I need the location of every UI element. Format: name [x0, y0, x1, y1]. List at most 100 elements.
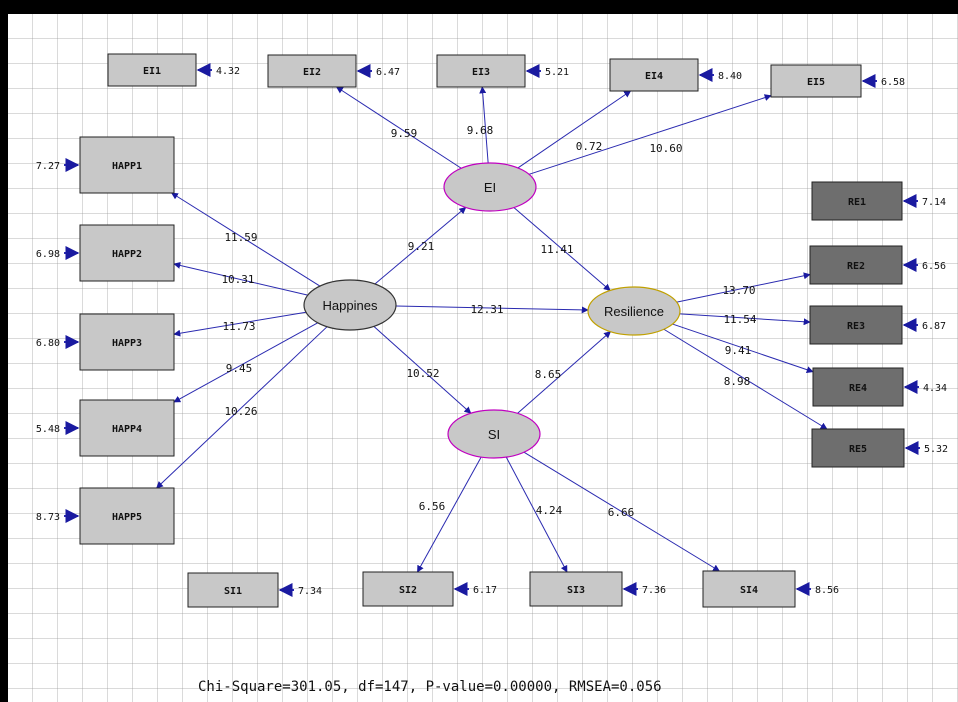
- indicator-label: EI4: [645, 71, 663, 82]
- path-happ-to-happ2: [173, 261, 308, 296]
- error-variance-label: 5.32: [924, 444, 948, 455]
- indicator-label: EI3: [472, 67, 490, 78]
- error-variance-label: 5.21: [545, 67, 569, 78]
- error-variance-label: 8.56: [815, 585, 839, 596]
- error-variance-label: 5.48: [36, 424, 60, 435]
- error-variance-label: 7.36: [642, 585, 666, 596]
- path-coefficient: 4.24: [536, 504, 563, 517]
- indicator-box-re5[interactable]: [811, 428, 905, 468]
- indicator-box-ei1[interactable]: [107, 53, 197, 87]
- path-coefficient: 9.59: [391, 127, 418, 140]
- error-variance-label: 6.56: [922, 261, 946, 272]
- path-happ-to-res: [395, 305, 589, 314]
- indicator-label: HAPP4: [112, 424, 142, 435]
- path-si-to-res: [517, 331, 612, 414]
- indicator-label: RE4: [849, 383, 867, 394]
- indicator-label: EI5: [807, 77, 825, 88]
- path-si-to-si3: [505, 456, 568, 573]
- error-variance-label: 6.98: [36, 249, 60, 260]
- path-coefficient: 6.66: [608, 506, 635, 519]
- indicator-label: HAPP5: [112, 512, 142, 523]
- indicator-box-ei3[interactable]: [436, 54, 526, 88]
- error-variance-label: 7.14: [922, 197, 946, 208]
- path-happ-to-ei: [374, 206, 467, 285]
- path-res-to-re5: [663, 328, 828, 430]
- ei-ellipse[interactable]: [443, 162, 537, 212]
- path-coefficient: 11.59: [224, 231, 257, 244]
- path-res-to-re2: [676, 272, 811, 303]
- path-coefficient: 0.72: [576, 140, 603, 153]
- indicator-box-si1[interactable]: [187, 572, 279, 608]
- indicator-box-re3[interactable]: [809, 305, 903, 345]
- latent-label: SI: [488, 427, 500, 442]
- indicator-label: EI1: [143, 66, 161, 77]
- path-si-to-si4: [523, 451, 720, 572]
- indicator-box-si2[interactable]: [362, 571, 454, 607]
- error-variance-label: 6.47: [376, 67, 400, 78]
- path-happ-to-si: [373, 326, 472, 414]
- path-ei-to-ei3: [479, 86, 489, 164]
- path-si-to-si2: [416, 456, 482, 573]
- indicator-box-happ5[interactable]: [79, 487, 175, 545]
- indicator-box-si4[interactable]: [702, 570, 796, 608]
- indicator-label: SI4: [740, 585, 758, 596]
- path-coefficient: 9.21: [408, 240, 435, 253]
- error-variance-label: 4.32: [216, 66, 240, 77]
- latent-label: EI: [484, 180, 496, 195]
- si-ellipse[interactable]: [447, 409, 541, 459]
- indicator-label: HAPP1: [112, 161, 142, 172]
- indicator-label: RE1: [848, 197, 866, 208]
- path-happ-to-happ5: [156, 326, 328, 489]
- indicator-label: HAPP2: [112, 249, 142, 260]
- path-coefficient: 13.70: [722, 284, 755, 297]
- error-variance-label: 7.27: [36, 161, 60, 172]
- indicator-box-happ1[interactable]: [79, 136, 175, 194]
- indicator-box-ei2[interactable]: [267, 54, 357, 88]
- indicator-label: HAPP3: [112, 338, 142, 349]
- path-coefficient: 11.54: [723, 313, 756, 326]
- resilience-ellipse[interactable]: [587, 286, 681, 336]
- indicator-label: RE5: [849, 444, 867, 455]
- path-coefficient: 10.60: [649, 142, 682, 155]
- indicator-box-re1[interactable]: [811, 181, 903, 221]
- path-coefficient: 8.65: [535, 368, 562, 381]
- indicator-label: EI2: [303, 67, 321, 78]
- path-coefficient: 10.31: [221, 273, 254, 286]
- path-ei-to-res: [513, 207, 611, 291]
- indicator-label: RE3: [847, 321, 865, 332]
- path-happ-to-happ3: [173, 311, 307, 337]
- error-variance-label: 8.40: [718, 71, 742, 82]
- path-coefficient: 10.52: [406, 367, 439, 380]
- path-coefficient: 10.26: [224, 405, 257, 418]
- path-happ-to-happ4: [173, 322, 318, 403]
- path-coefficient: 9.41: [725, 344, 752, 357]
- latent-label: Happines: [323, 298, 378, 313]
- error-variance-label: 6.58: [881, 77, 905, 88]
- path-res-to-re3: [679, 313, 811, 326]
- indicator-box-si3[interactable]: [529, 571, 623, 607]
- indicator-box-ei5[interactable]: [770, 64, 862, 98]
- path-ei-to-ei4: [517, 90, 632, 169]
- fit-statistics: Chi-Square=301.05, df=147, P-value=0.000…: [198, 679, 662, 695]
- path-coefficient: 9.68: [467, 124, 494, 137]
- path-coefficient: 6.56: [419, 500, 446, 513]
- indicator-box-happ2[interactable]: [79, 224, 175, 282]
- indicator-box-re2[interactable]: [809, 245, 903, 285]
- path-ei-to-ei5: [528, 94, 772, 175]
- latent-label: Resilience: [604, 304, 664, 319]
- path-happ-to-happ1: [171, 192, 321, 287]
- path-coefficient: 11.41: [540, 243, 573, 256]
- happines-ellipse[interactable]: [303, 279, 397, 331]
- path-ei-to-ei2: [335, 86, 462, 169]
- error-variance-label: 6.80: [36, 338, 60, 349]
- indicator-box-ei4[interactable]: [609, 58, 699, 92]
- path-coefficient: 12.31: [470, 303, 503, 316]
- indicator-label: RE2: [847, 261, 865, 272]
- indicator-label: SI3: [567, 585, 585, 596]
- indicator-box-happ4[interactable]: [79, 399, 175, 457]
- indicator-box-happ3[interactable]: [79, 313, 175, 371]
- error-variance-label: 7.34: [298, 586, 322, 597]
- indicator-box-re4[interactable]: [812, 367, 904, 407]
